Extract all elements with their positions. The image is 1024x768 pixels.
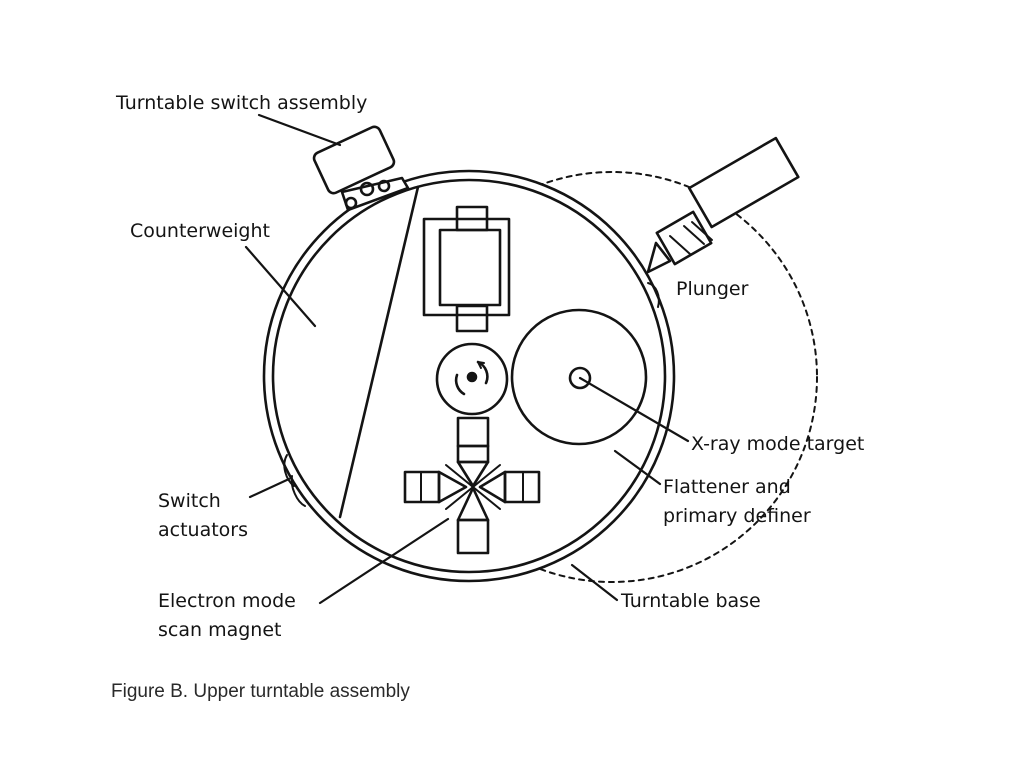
- plunger: [646, 136, 800, 274]
- label-xray-mode-target: X-ray mode target: [691, 433, 865, 455]
- turntable-inner-ring: [271, 178, 667, 574]
- figure-caption: Figure B. Upper turntable assembly: [111, 681, 410, 702]
- label-switch-line1: Switch: [158, 490, 221, 512]
- ring-actuators: [283, 282, 660, 507]
- switch-assembly: [312, 125, 410, 212]
- label-counterweight: Counterweight: [130, 220, 270, 242]
- label-electron-line1: Electron mode: [158, 590, 296, 612]
- upper-block: [422, 205, 511, 333]
- counterweight-chord: [338, 185, 420, 519]
- label-switch-line2: actuators: [158, 519, 249, 541]
- xray-target-disk: [510, 308, 648, 446]
- label-electron-line2: scan magnet: [158, 619, 282, 641]
- label-plunger: Plunger: [676, 278, 749, 300]
- label-flattener-line1: Flattener and: [663, 476, 791, 498]
- label-turntable-base: Turntable base: [621, 590, 761, 612]
- label-turntable-switch-assembly: Turntable switch assembly: [116, 92, 368, 114]
- leader-lines: [244, 113, 690, 605]
- scan-magnet: [403, 416, 541, 555]
- center-rotor: [435, 342, 509, 416]
- label-flattener-line2: primary definer: [663, 505, 811, 527]
